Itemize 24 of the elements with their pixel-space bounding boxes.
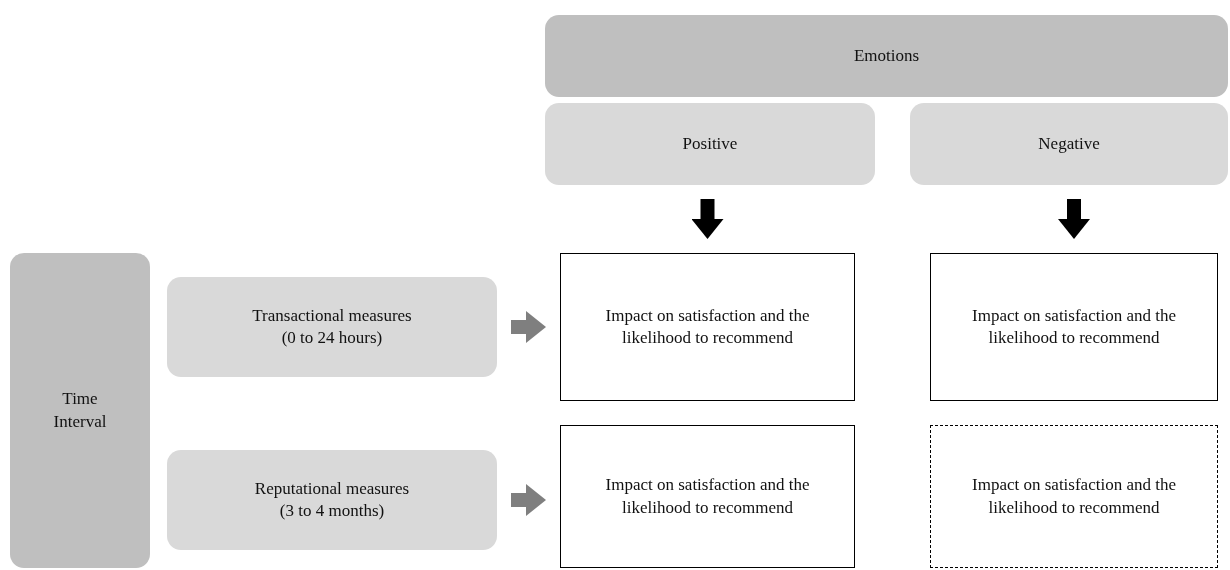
outcome-box <box>930 425 1218 568</box>
block-arrow <box>691 199 724 239</box>
category-band <box>167 277 497 377</box>
category-band <box>10 253 150 568</box>
node-label: Time Interval <box>52 388 108 433</box>
block-arrow <box>1058 199 1090 239</box>
node-label: Impact on satisfaction and the likelihood to recommend <box>604 304 811 349</box>
category-band <box>545 15 1228 97</box>
node-label: Transactional measures (0 to 24 hours) <box>251 304 413 349</box>
node-label: Negative <box>1038 132 1100 155</box>
category-band <box>167 450 497 550</box>
outcome-box <box>930 253 1218 401</box>
outcome-box <box>560 425 855 568</box>
node-label: Impact on satisfaction and the likelihood to recommend <box>971 304 1177 349</box>
category-band <box>545 103 875 185</box>
block-arrow <box>511 484 546 516</box>
node-label: Positive <box>682 132 738 155</box>
node-label: Impact on satisfaction and the likelihood to recommend <box>604 474 811 519</box>
category-band <box>910 103 1228 185</box>
node-label: Emotions <box>853 44 920 67</box>
node-label: Reputational measures (3 to 4 months) <box>253 477 411 522</box>
block-arrow <box>511 311 546 343</box>
outcome-box <box>560 253 855 401</box>
node-label: Impact on satisfaction and the likelihood to recommend <box>971 474 1177 519</box>
